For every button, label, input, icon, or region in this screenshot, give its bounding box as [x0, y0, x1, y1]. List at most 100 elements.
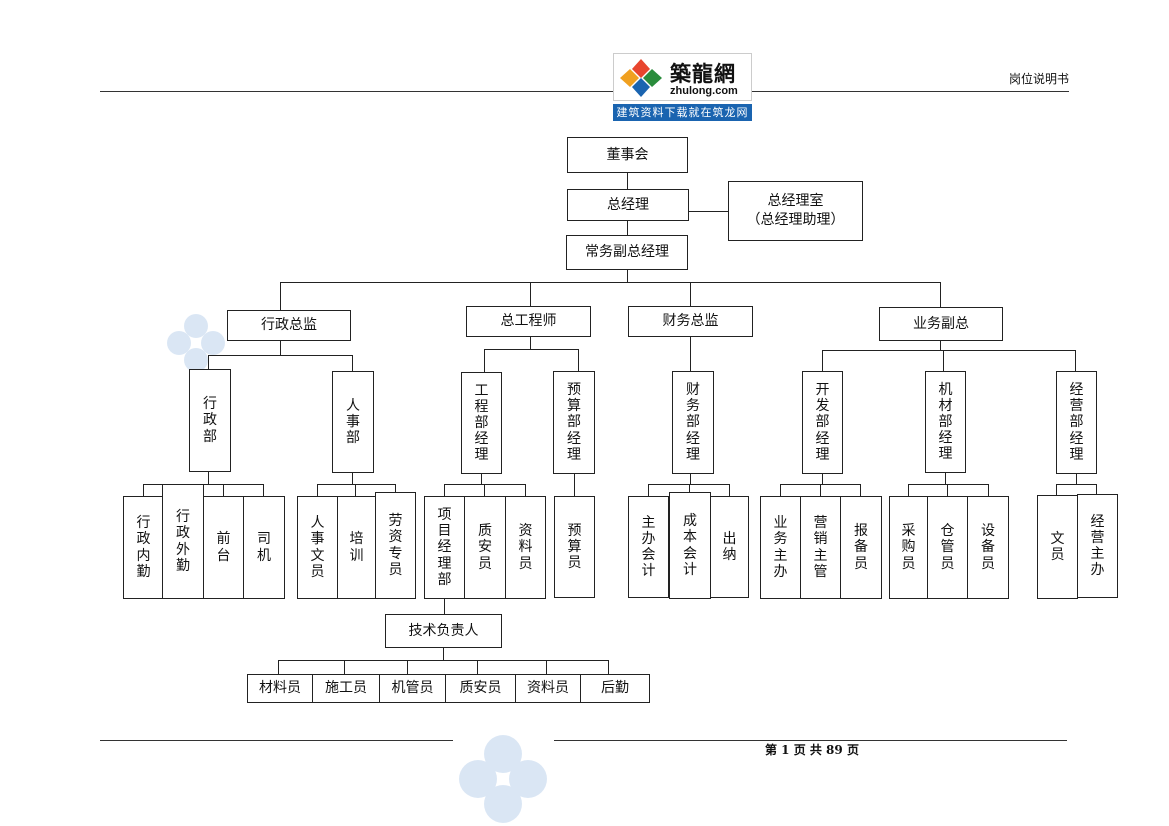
node-admin-field: 行 政 外 勤 [162, 484, 204, 599]
connector [729, 484, 730, 496]
ops-manager-label: 经 营 部 经 理 [1069, 382, 1084, 463]
connector [822, 474, 823, 484]
records-officer-label: 资 料 员 [518, 523, 533, 572]
node-tech-lead: 技术负责人 [385, 614, 502, 648]
node-site-materials: 材料员 [247, 674, 313, 703]
node-site-machinery: 机管员 [379, 674, 446, 703]
connector [908, 484, 989, 485]
connector [477, 660, 478, 674]
connector [143, 484, 144, 496]
filing-officer-label: 报 备 员 [854, 523, 868, 572]
connector [407, 660, 408, 674]
node-chief-engineer: 总工程师 [466, 306, 591, 337]
connector [947, 484, 948, 496]
dev-manager-label: 开 发 部 经 理 [815, 382, 830, 463]
connector [280, 282, 281, 310]
node-cashier: 出 纳 [710, 496, 749, 598]
gm-assistant-label: （总经理助理） [746, 212, 845, 228]
hr-dept-label: 人 事 部 [346, 397, 360, 447]
cost-accountant-label: 成 本 会 计 [683, 513, 697, 578]
connector [444, 599, 445, 614]
node-business-vp: 业务副总 [879, 307, 1003, 341]
training-label: 培 训 [349, 531, 364, 564]
document-title: 岗位说明书 [1008, 72, 1069, 86]
node-equip-manager: 机 材 部 经 理 [925, 371, 966, 473]
node-qa-officer: 质 安 员 [464, 496, 506, 599]
node-gm: 总经理 [567, 189, 689, 221]
connector [574, 474, 575, 496]
node-ops-lead: 经 营 主 办 [1077, 494, 1118, 598]
node-budget-manager: 预 算 部 经 理 [553, 371, 595, 474]
connector [344, 660, 345, 674]
equip-manager-label: 机 材 部 经 理 [938, 381, 953, 463]
logo-url: zhulong.com [670, 85, 738, 97]
connector [822, 350, 823, 371]
node-exec-vp: 常务副总经理 [566, 235, 688, 270]
connector [280, 282, 941, 283]
connector [280, 341, 281, 355]
connector [627, 221, 628, 235]
connector [780, 484, 781, 496]
node-filing-officer: 报 备 员 [840, 496, 882, 599]
connector [988, 484, 989, 496]
connector [860, 484, 861, 496]
connector [627, 173, 628, 189]
node-eng-manager: 工 程 部 经 理 [461, 372, 502, 474]
connector [484, 349, 485, 372]
node-dev-manager: 开 发 部 经 理 [802, 371, 843, 474]
qa-officer-label: 质 安 员 [478, 523, 492, 572]
node-project-manager: 项 目 经 理 部 [424, 496, 465, 599]
node-records-officer: 资 料 员 [505, 496, 546, 599]
connector [208, 472, 209, 484]
connector [263, 484, 264, 496]
clerk-label: 文 员 [1050, 530, 1065, 563]
node-finance-director: 财务总监 [628, 306, 753, 337]
node-finance-manager: 财 务 部 经 理 [672, 371, 714, 474]
header-rule-right [752, 91, 1069, 92]
connector [208, 355, 209, 369]
labor-specialist-label: 劳 资 专 员 [388, 513, 403, 578]
warehouse-keeper-label: 仓 管 员 [940, 523, 955, 572]
logo-mark-area: 築龍網 zhulong.com [613, 53, 752, 101]
connector [820, 484, 821, 496]
connector [1076, 474, 1077, 484]
connector [355, 484, 356, 496]
connector [525, 484, 526, 496]
admin-dept-label: 行 政 部 [203, 396, 217, 445]
driver-label: 司 机 [257, 531, 271, 564]
connector [546, 660, 547, 674]
eng-manager-label: 工 程 部 经 理 [474, 382, 489, 464]
connector [1056, 484, 1057, 495]
connector [608, 660, 609, 674]
connector [352, 473, 353, 484]
business-lead-label: 业 务 主 办 [773, 515, 788, 580]
node-ops-manager: 经 营 部 经 理 [1056, 371, 1097, 474]
node-equipment-officer: 设 备 员 [967, 496, 1009, 599]
connector [208, 355, 353, 356]
connector [444, 484, 526, 485]
admin-internal-label: 行 政 内 勤 [136, 515, 151, 580]
logo-slogan: 建筑资料下载就在筑龙网 [613, 104, 752, 121]
connector [484, 349, 579, 350]
connector [223, 484, 224, 496]
connector [1056, 484, 1097, 485]
pinwheel-icon [620, 59, 662, 97]
node-admin-internal: 行 政 内 勤 [123, 496, 164, 599]
node-purchaser: 采 购 员 [889, 496, 928, 599]
node-driver: 司 机 [243, 496, 285, 599]
connector [443, 648, 444, 660]
front-desk-label: 前 台 [216, 531, 231, 564]
node-warehouse-keeper: 仓 管 员 [927, 496, 968, 599]
admin-field-label: 行 政 外 勤 [176, 509, 190, 574]
footer-rule-left [100, 740, 453, 741]
connector [648, 484, 649, 496]
watermark-flower-icon [167, 314, 225, 372]
connector [530, 337, 531, 349]
node-admin-dept: 行 政 部 [189, 369, 231, 472]
node-hr-clerk: 人 事 文 员 [297, 496, 338, 599]
node-site-logistics: 后勤 [580, 674, 650, 703]
connector [317, 484, 396, 485]
budget-manager-label: 预 算 部 经 理 [567, 382, 581, 463]
zhulong-logo: 築龍網 zhulong.com 建筑资料下载就在筑龙网 [613, 53, 752, 121]
